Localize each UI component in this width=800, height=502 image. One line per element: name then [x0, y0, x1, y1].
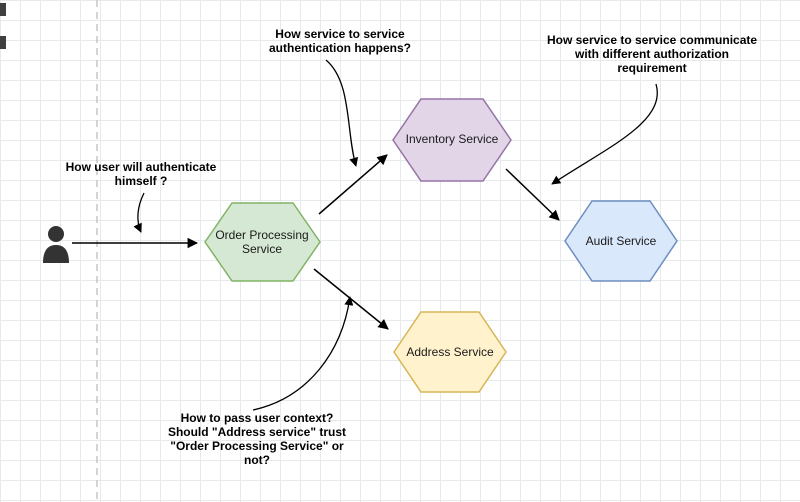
hexagon-address: [393, 311, 507, 393]
annotation-user-context: How to pass user context? Should "Addres…: [167, 411, 347, 467]
edge-order-to-address: [313, 268, 389, 330]
annotation-arrow-svc-auth: [325, 59, 359, 167]
hexagon-order-processing: [204, 202, 321, 282]
screen-edge-artifact: [0, 36, 6, 49]
hexagon-inventory: [392, 98, 512, 182]
person-icon: [43, 226, 69, 263]
edge-order-to-inventory: [318, 154, 388, 215]
annotation-svc-comm: How service to service communicate with …: [546, 33, 758, 75]
screen-edge-artifact: [0, 3, 6, 16]
annotation-user-auth: How user will authenticate himself ?: [65, 160, 217, 188]
hexagon-audit: [564, 200, 678, 282]
annotation-arrow-user-context: [252, 296, 354, 411]
annotation-svc-auth: How service to service authentication ha…: [268, 27, 411, 55]
annotation-arrow-user-auth: [133, 192, 145, 233]
edge-inventory-to-audit: [505, 168, 560, 221]
annotation-arrow-svc-comm: [551, 83, 658, 185]
